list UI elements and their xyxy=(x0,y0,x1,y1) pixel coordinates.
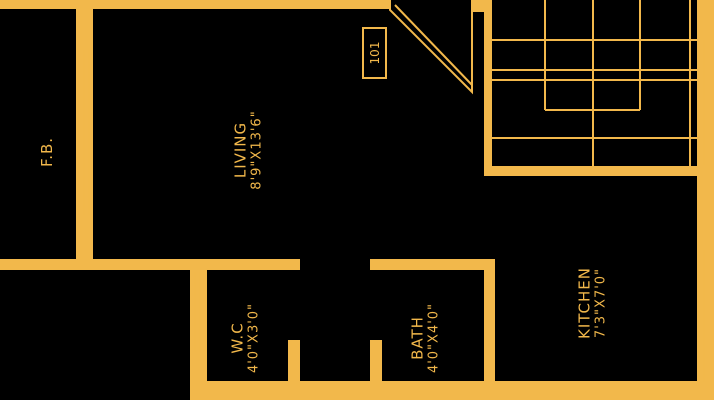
bath-top-wall xyxy=(370,259,495,270)
wc-left-wall xyxy=(190,262,207,400)
room-name-wc: W.C xyxy=(228,322,247,354)
room-size-kitchen: 7'3"X7'0" xyxy=(593,267,609,339)
room-wc: W.C 4'0"X3'0" xyxy=(229,303,262,373)
stair-bottom-wall xyxy=(484,166,706,176)
room-kitchen: KITCHEN 7'3"X7'0" xyxy=(576,267,609,339)
top-wall-right xyxy=(472,0,492,12)
room-size-bath: 4'0"X4'0" xyxy=(426,302,442,374)
room-size-living: 8'9"X13'6" xyxy=(249,110,265,190)
room-size-wc: 4'0"X3'0" xyxy=(246,302,262,374)
room-name-bath: BATH xyxy=(408,316,427,360)
room-name-kitchen: KITCHEN xyxy=(575,267,594,339)
fb-window xyxy=(78,50,90,215)
room-name-living: LIVING xyxy=(231,121,250,179)
top-wall xyxy=(0,0,390,9)
kitchen-window xyxy=(698,40,705,382)
room-label-fb: F.B. xyxy=(38,136,56,168)
room-bath: BATH 4'0"X4'0" xyxy=(409,303,442,373)
room-living: LIVING 8'9"X13'6" xyxy=(232,110,265,189)
unit-number: 101 xyxy=(367,41,382,65)
bottom-wall xyxy=(190,381,714,400)
wc-window xyxy=(194,272,201,352)
right-wall xyxy=(697,0,714,400)
living-bottom-wall xyxy=(0,259,300,270)
stair-left-wall xyxy=(484,10,492,175)
bath-right-wall xyxy=(484,262,495,400)
entry-door xyxy=(389,0,473,95)
unit-number-box: 101 xyxy=(362,27,387,79)
staircase xyxy=(492,0,697,166)
